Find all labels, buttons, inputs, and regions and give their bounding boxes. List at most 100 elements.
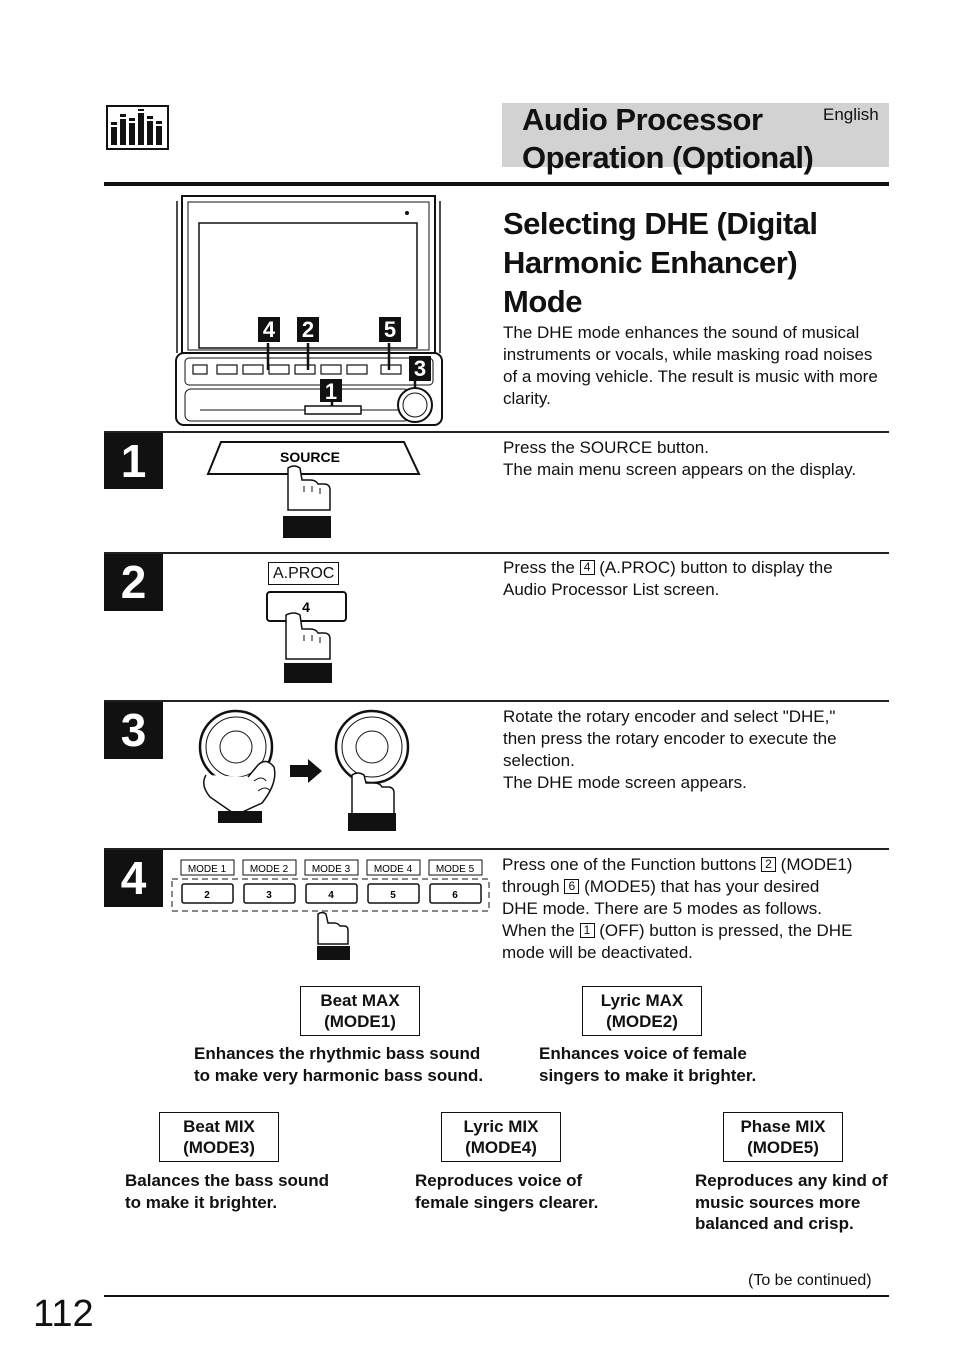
mode-desc-line: Balances the bass sound xyxy=(125,1171,330,1190)
section-intro: The DHE mode enhances the sound of music… xyxy=(503,323,878,408)
function-buttons-illustration: MODE 1 MODE 2 MODE 3 MODE 4 MODE 5 2 3 4… xyxy=(170,858,495,968)
step-1-line1: Press the SOURCE button. xyxy=(503,438,709,457)
footer-divider xyxy=(104,1295,889,1297)
step-4-l2-box: 6 xyxy=(564,879,580,894)
page-title: Audio Processor Operation (Optional) xyxy=(522,101,814,177)
mode-desc-line: singers to make it brighter. xyxy=(539,1065,757,1085)
mode-desc-beat-max: Enhances the rhythmic bass sound to make… xyxy=(194,1043,483,1086)
step-4-l1-pre: Press one of the Function buttons xyxy=(502,855,761,874)
mode-name: Lyric MIX xyxy=(463,1117,539,1136)
function-button-4: 4 xyxy=(328,890,334,901)
mode-tab-1: MODE 1 xyxy=(188,864,227,875)
aproc-label-box: A.PROC xyxy=(268,562,340,585)
section-title-line2: Harmonic Enhancer) xyxy=(503,245,798,280)
step-4-line2: through 6 (MODE5) that has your desired xyxy=(502,876,852,898)
mode-tab-5: MODE 5 xyxy=(436,864,475,875)
section-title: Selecting DHE (Digital Harmonic Enhancer… xyxy=(503,204,818,321)
mode-desc-phase-mix: Reproduces any kind of music sources mor… xyxy=(695,1170,888,1235)
function-button-3: 3 xyxy=(266,890,272,901)
callout-4: 4 xyxy=(263,317,276,342)
mode-name: Lyric MAX xyxy=(600,991,684,1010)
callout-1: 1 xyxy=(325,379,337,404)
step-1-text: Press the SOURCE button. The main menu s… xyxy=(503,437,856,481)
mode-box-lyric-max: Lyric MAX (MODE2) xyxy=(582,986,702,1036)
callout-2: 2 xyxy=(302,317,314,342)
mode-code: (MODE3) xyxy=(183,1138,255,1157)
section-title-line1: Selecting DHE (Digital xyxy=(503,206,818,241)
source-button-label: SOURCE xyxy=(280,449,340,465)
step-4-l1-box: 2 xyxy=(760,857,776,872)
header-divider xyxy=(104,182,889,186)
step-2-pre: Press the xyxy=(503,558,580,577)
callout-3: 3 xyxy=(414,356,426,381)
step-2-divider xyxy=(104,552,889,554)
mode-name: Beat MIX xyxy=(183,1117,255,1136)
mode-tab-4: MODE 4 xyxy=(374,864,413,875)
mode-desc-line: Enhances voice of female xyxy=(539,1044,747,1063)
mode-desc-line: music sources more xyxy=(695,1192,861,1212)
rotary-encoder-illustration xyxy=(196,705,416,840)
step-4-line3: DHE mode. There are 5 modes as follows. xyxy=(502,899,822,918)
step-3-line3: selection. xyxy=(503,751,575,770)
step-3-line1: Rotate the rotary encoder and select "DH… xyxy=(503,707,836,726)
function-button-6: 6 xyxy=(452,890,458,901)
step-1-number: 1 xyxy=(104,433,163,489)
mode-box-beat-mix: Beat MIX (MODE3) xyxy=(159,1112,279,1162)
step-4-line1: Press one of the Function buttons 2 (MOD… xyxy=(502,854,852,876)
aproc-button-number: 4 xyxy=(302,599,310,615)
mode-desc-line: female singers clearer. xyxy=(415,1192,599,1212)
mode-desc-lyric-max: Enhances voice of female singers to make… xyxy=(539,1043,756,1086)
equalizer-icon xyxy=(106,105,169,155)
step-3-divider xyxy=(104,700,889,702)
step-2-line1: Press the 4 (A.PROC) button to display t… xyxy=(503,557,833,579)
mode-box-beat-max: Beat MAX (MODE1) xyxy=(300,986,420,1036)
step-4-line5: mode will be deactivated. xyxy=(502,943,693,962)
step-3-line2: then press the rotary encoder to execute… xyxy=(503,729,837,748)
page-title-line2: Operation (Optional) xyxy=(522,140,814,175)
step-2-number: 2 xyxy=(104,554,163,611)
step-4-text: Press one of the Function buttons 2 (MOD… xyxy=(502,854,852,964)
step-4-l1-post: (MODE1) xyxy=(775,855,853,874)
step-3-line4: The DHE mode screen appears. xyxy=(503,773,747,792)
mode-code: (MODE2) xyxy=(606,1012,678,1031)
step-4-l2-pre: through xyxy=(502,877,565,896)
callout-5: 5 xyxy=(384,317,396,342)
step-4-line4: When the 1 (OFF) button is pressed, the … xyxy=(502,920,852,942)
aproc-label: A.PROC xyxy=(273,565,335,582)
mode-code: (MODE4) xyxy=(465,1138,537,1157)
step-3-text: Rotate the rotary encoder and select "DH… xyxy=(503,706,837,794)
mode-desc-line: balanced and crisp. xyxy=(695,1214,854,1233)
continued-note: (To be continued) xyxy=(748,1272,872,1289)
mode-desc-line: to make very harmonic bass sound. xyxy=(194,1065,484,1085)
mode-box-phase-mix: Phase MIX (MODE5) xyxy=(723,1112,843,1162)
head-unit-illustration: 4 2 5 3 1 xyxy=(175,193,443,434)
step-4-l2-post: (MODE5) that has your desired xyxy=(579,877,820,896)
step-2-box: 4 xyxy=(579,560,595,575)
mode-desc-line: Reproduces voice of xyxy=(415,1171,583,1190)
mode-box-lyric-mix: Lyric MIX (MODE4) xyxy=(441,1112,561,1162)
step-1-line2: The main menu screen appears on the disp… xyxy=(503,460,857,479)
step-4-l4-post: (OFF) button is pressed, the DHE xyxy=(594,921,853,940)
step-4-number: 4 xyxy=(104,850,163,907)
function-button-5: 5 xyxy=(390,890,396,901)
source-button-illustration: SOURCE xyxy=(206,440,422,545)
aproc-button-illustration: 4 xyxy=(266,589,350,690)
page-number: 112 xyxy=(33,1293,94,1335)
page-title-line1: Audio Processor xyxy=(522,102,763,137)
mode-name: Beat MAX xyxy=(320,991,400,1010)
mode-tab-3: MODE 3 xyxy=(312,864,351,875)
step-2-text: Press the 4 (A.PROC) button to display t… xyxy=(503,557,833,601)
mode-desc-line: Enhances the rhythmic bass sound xyxy=(194,1044,481,1063)
header-banner xyxy=(502,103,889,167)
step-4-divider xyxy=(104,848,889,850)
mode-desc-lyric-mix: Reproduces voice of female singers clear… xyxy=(415,1170,598,1213)
step-2-line2: Audio Processor List screen. xyxy=(503,580,720,599)
step-2-post: (A.PROC) button to display the xyxy=(594,558,833,577)
mode-code: (MODE5) xyxy=(747,1138,819,1157)
section-title-line3: Mode xyxy=(503,284,582,319)
step-1-divider xyxy=(104,431,889,433)
step-3-number: 3 xyxy=(104,702,163,759)
mode-desc-line: to make it brighter. xyxy=(125,1192,278,1212)
language-label: English xyxy=(823,105,879,124)
mode-code: (MODE1) xyxy=(324,1012,396,1031)
